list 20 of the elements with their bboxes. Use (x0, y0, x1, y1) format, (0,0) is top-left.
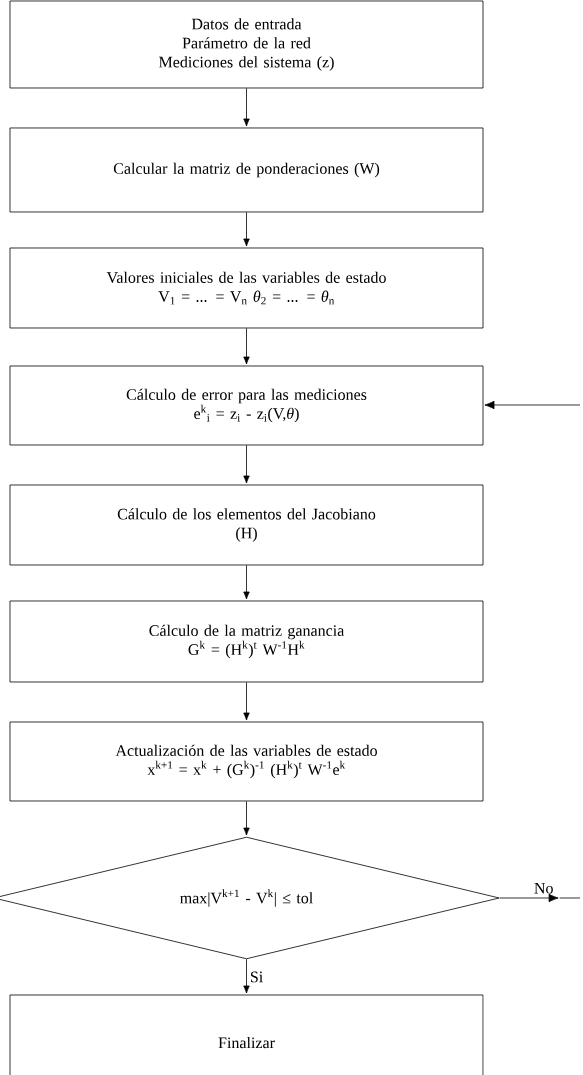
process-box: Cálculo de la matriz ganancia G$^{k}$ = (H$^{k}$)$^{t}$ W$^{-1}$H$^{k}$ (9, 600, 484, 683)
arrow (243, 445, 250, 484)
arrow (243, 565, 250, 600)
arrow (499, 893, 559, 903)
arrow (243, 88, 250, 127)
edge-label: Si (248, 970, 265, 984)
process-box: Calcular la matriz de ponderaciones (W) (9, 127, 484, 213)
process-box: Datos de entrada Parámetro de la red Mediciones del sistema (z) (9, 0, 484, 89)
process-box: Cálculo de los elementos del Jacobiano (H) (9, 484, 484, 566)
arrow (243, 801, 250, 836)
process-box: Cálculo de error para las mediciones e$^{k}$$_{i}$ = z$_{i}$ - z$_{i}$(V,θ) (9, 365, 484, 446)
arrow (243, 212, 250, 247)
arrow (243, 682, 250, 721)
process-box: Actualización de las variables de estado x$^{k+1}$ = x$^{k}$ + (G$^{k}$)$^{-1}$ (H$^{k}$)$^{t}$ W$^{-1}$e$^{k}$ (9, 721, 484, 802)
arrow (243, 958, 250, 994)
arrow (243, 328, 250, 365)
edge-label: No (534, 882, 553, 894)
process-box: Valores iniciales de las variables de estado V$_{1}$ = ... = V$_{n}$ θ$_{2}$ = ... = θ$_{n}$ (9, 247, 484, 329)
arrow (484, 400, 581, 410)
process-box: Finalizar (9, 994, 484, 1075)
